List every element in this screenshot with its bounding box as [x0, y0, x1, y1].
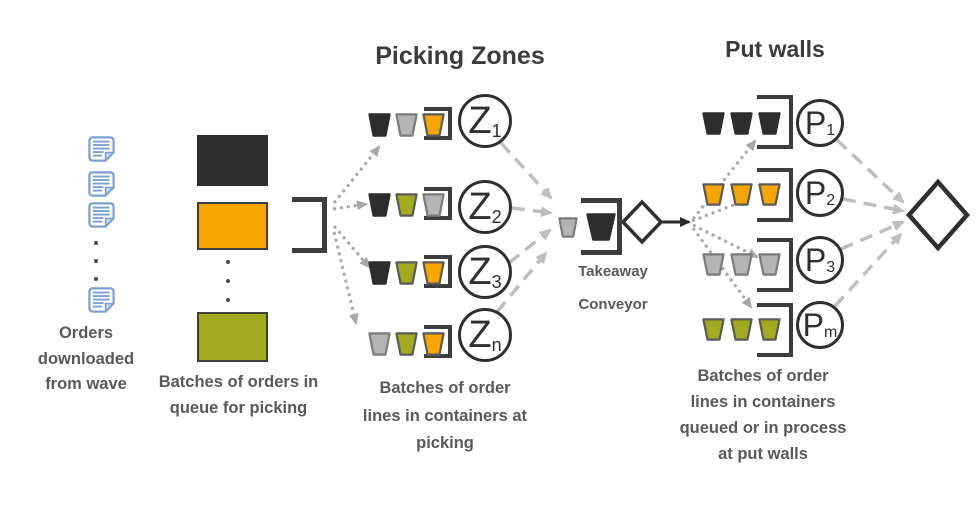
tote-icon — [368, 261, 391, 285]
put-wall-circle-sub: 3 — [826, 259, 836, 276]
batch-queue-caption: Batches of orders in queue for picking — [158, 373, 319, 417]
ellipsis-dot — [226, 298, 230, 302]
tote-icon — [422, 113, 445, 137]
put-wall-bracket — [757, 238, 793, 292]
sorter-diamond-icon — [620, 199, 664, 245]
dotted-arrow-to-zone-n — [332, 231, 359, 325]
put-wall-circle-label: P — [802, 306, 824, 343]
tote-icon — [368, 113, 391, 137]
tote-icon — [702, 112, 725, 135]
zone-circle-label: Z — [468, 250, 492, 293]
dashed-arrow-zone-1-out — [499, 141, 553, 200]
dashed-arrow-put-1-out — [835, 138, 905, 204]
tote-icon — [730, 253, 753, 276]
picking-zones-title: Picking Zones — [375, 42, 545, 70]
dashed-arrow-put-2-out — [842, 197, 905, 215]
tote-icon — [758, 183, 781, 206]
tote-icon — [730, 112, 753, 135]
dotted-arrow-to-put-1 — [691, 139, 757, 220]
dashed-arrow-zone-3-out — [507, 228, 552, 265]
document-icon — [88, 171, 115, 197]
put-wall-circle-sub: m — [824, 324, 838, 341]
zone-circle-sub: n — [491, 334, 502, 355]
zone-chute-bracket — [424, 187, 452, 220]
tote-icon — [702, 318, 725, 341]
tote-icon — [758, 112, 781, 135]
batch-rectangle — [197, 135, 268, 186]
put-wall-bracket — [757, 168, 793, 222]
tote-icon — [730, 318, 753, 341]
put-wall-circle-sub: 2 — [826, 192, 836, 209]
batch-release-bracket — [292, 197, 327, 253]
tote-icon — [702, 183, 725, 206]
zone-circle-sub: 1 — [491, 120, 502, 141]
dotted-arrow-to-zone-2 — [332, 200, 368, 211]
batch-rectangle — [197, 202, 268, 250]
orders-caption: Orders downloaded from wave — [37, 324, 135, 393]
put-wall-circle-label: P — [804, 104, 827, 141]
zone-circle-label: Z — [468, 185, 492, 228]
takeaway-conveyor-label: Takeaway Conveyor — [578, 263, 648, 313]
zone-circle-sub: 3 — [491, 271, 502, 292]
tote-icon — [558, 217, 578, 238]
zone-circle-label: Z — [468, 313, 492, 356]
tote-icon — [702, 253, 725, 276]
put-wall-circle-label: P — [804, 241, 827, 278]
put-walls-title: Put walls — [725, 36, 825, 62]
document-icon — [88, 287, 115, 313]
zone-chute-bracket — [424, 325, 452, 358]
zone-chute-bracket — [424, 255, 452, 288]
zone-chute-bracket — [424, 107, 452, 140]
put-wall-circle-label: P — [804, 174, 827, 211]
tote-icon — [758, 318, 781, 341]
tote-icon — [395, 332, 418, 356]
tote-icon — [368, 332, 391, 356]
tote-icon — [586, 213, 616, 241]
tote-icon — [758, 253, 781, 276]
put-walls-caption: Batches of order lines in containers que… — [679, 367, 847, 463]
ellipsis-dot — [94, 241, 98, 245]
ellipsis-dot — [226, 279, 230, 283]
ellipsis-dot — [94, 259, 98, 263]
dotted-arrow-to-put-3 — [692, 223, 759, 259]
dashed-arrow-zone-n-out — [495, 251, 548, 314]
document-icon — [88, 202, 115, 228]
zone-circle-label: Z — [468, 99, 492, 142]
tote-icon — [368, 193, 391, 217]
tote-icon — [422, 193, 445, 217]
dashed-arrow-put-3-out — [840, 220, 905, 251]
tote-icon — [395, 113, 418, 137]
put-wall-circle-sub: 1 — [826, 122, 836, 139]
output-diamond-icon — [906, 178, 970, 252]
put-wall-bracket — [757, 95, 793, 149]
takeaway-bracket — [581, 198, 622, 255]
document-icon — [88, 136, 115, 162]
tote-icon — [395, 261, 418, 285]
tote-icon — [730, 183, 753, 206]
tote-icon — [422, 261, 445, 285]
ellipsis-dot — [226, 260, 230, 264]
tote-icon — [395, 193, 418, 217]
zone-circle-sub: 2 — [491, 206, 502, 227]
dotted-arrow-to-zone-3 — [332, 225, 371, 269]
picking-containers-caption: Batches of order lines in containers at … — [362, 379, 528, 452]
dashed-arrow-zone-2-out — [511, 206, 553, 218]
tote-icon — [422, 332, 445, 356]
dashed-arrow-put-m-out — [833, 232, 903, 308]
dotted-arrow-to-zone-1 — [332, 145, 381, 204]
batch-rectangle — [197, 312, 268, 362]
ellipsis-dot — [94, 277, 98, 281]
put-wall-bracket — [757, 303, 793, 357]
